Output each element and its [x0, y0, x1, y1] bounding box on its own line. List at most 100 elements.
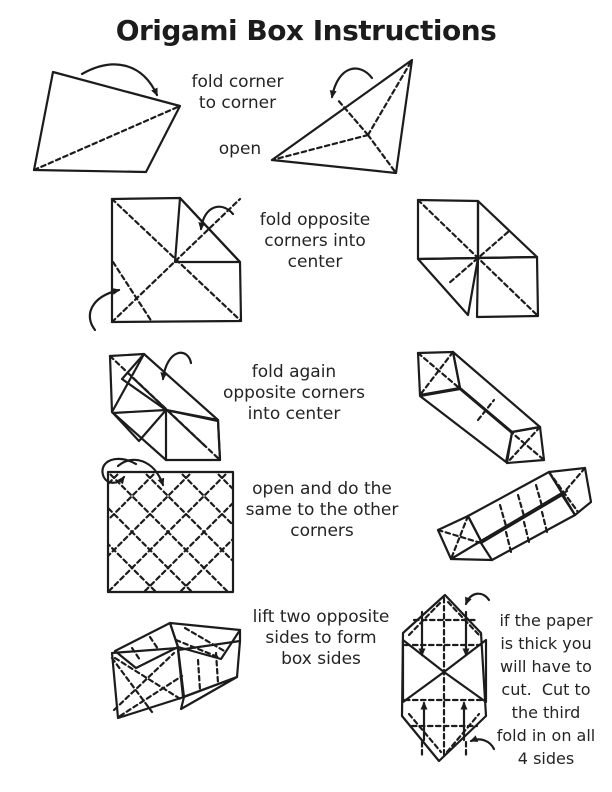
- note-line: fold in on all: [496, 726, 596, 745]
- crease-line: [270, 133, 370, 162]
- step3-caption: fold again opposite corners into center: [212, 362, 376, 425]
- crease-line: [32, 104, 182, 172]
- caption-line: into center: [247, 404, 341, 424]
- paper-edge: [110, 410, 168, 462]
- crease-line: [113, 656, 184, 702]
- step5-box-diagram: [110, 621, 242, 720]
- caption-line: corners into: [264, 231, 366, 251]
- page-title: Origami Box Instructions: [115, 14, 497, 47]
- fold-arrow-icon: [329, 67, 374, 99]
- pointer-arrow-icon: [464, 592, 491, 606]
- crease-line: [110, 197, 242, 324]
- crease-line: [118, 674, 184, 718]
- crease-line: [366, 58, 414, 137]
- caption-line: fold again: [251, 362, 337, 382]
- crease-tick: [540, 510, 549, 534]
- paper-flap: [179, 675, 239, 711]
- crease-line: [418, 350, 455, 397]
- step1-paper-diagram: [32, 63, 182, 174]
- pointer-arrow-icon: [469, 735, 496, 751]
- crease-tick: [130, 646, 142, 662]
- crease-grid: [108, 472, 233, 592]
- note-line: is thick you: [500, 634, 592, 653]
- crease-line: [366, 133, 398, 175]
- cut-guide-diagram: [400, 592, 496, 763]
- crease-tick: [534, 483, 544, 508]
- caption-line: center: [287, 252, 343, 272]
- paper-edge: [216, 418, 222, 462]
- caption-line: sides to form: [265, 628, 377, 648]
- note-line: the third: [511, 703, 581, 722]
- crease-line: [108, 354, 222, 462]
- paper-edge: [449, 557, 494, 562]
- fold-arrow-icon: [160, 351, 193, 381]
- crease-line: [474, 489, 569, 546]
- crease-tick: [504, 530, 513, 554]
- paper-face: [475, 255, 540, 319]
- paper-sheet: [32, 70, 182, 174]
- caption-line: fold corner: [191, 72, 284, 92]
- folded-corner: [401, 638, 446, 704]
- step2-caption: fold opposite corners into center: [248, 210, 382, 273]
- crease-line: [449, 514, 470, 561]
- crease-line: [505, 425, 542, 465]
- note-line: if the paper: [499, 611, 593, 630]
- fold-arrow-icon: [116, 458, 165, 487]
- caption-line: to corner: [198, 93, 277, 113]
- crease-line: [174, 638, 220, 659]
- crease-tick: [522, 520, 531, 544]
- folded-band: [418, 387, 514, 464]
- crease-tick: [516, 493, 526, 518]
- crease-tick: [196, 658, 202, 692]
- caption-line: open: [218, 139, 262, 159]
- crease-tick: [498, 503, 508, 528]
- step2-result-diagram: [416, 198, 540, 319]
- crease-line: [407, 600, 443, 637]
- folded-paper: [270, 58, 414, 175]
- folded-corner: [173, 196, 242, 264]
- crease-line: [558, 466, 587, 499]
- step1-open-label: open: [205, 139, 275, 160]
- cut-note: if the paper is thick you will have to c…: [484, 609, 608, 770]
- note-line: will have to: [500, 657, 592, 676]
- step1-caption: fold corner to corner: [180, 72, 295, 114]
- caption-line: opposite corners: [222, 383, 365, 403]
- step4-caption: open and do the same to the other corner…: [235, 479, 409, 542]
- crease-line: [446, 230, 510, 286]
- paper-face: [108, 352, 146, 414]
- folded-corner: [111, 408, 168, 443]
- caption-line: box sides: [281, 649, 361, 669]
- step4-paper-diagram: [106, 458, 235, 594]
- crease-line: [183, 626, 228, 654]
- note-line: 4 sides: [517, 749, 575, 768]
- step1-folded-diagram: [270, 58, 414, 175]
- step2-paper-diagram: [88, 196, 243, 332]
- crease-line: [335, 97, 370, 137]
- crease-line: [476, 398, 496, 422]
- fold-arrow-icon: [80, 63, 159, 97]
- caption-line: lift two opposite: [252, 607, 390, 627]
- step3-result-diagram: [416, 350, 546, 465]
- fold-arrow-icon: [88, 288, 121, 332]
- crease-line: [111, 260, 154, 324]
- paper-outline: [400, 593, 488, 763]
- caption-line: corners: [290, 521, 354, 541]
- step5-caption: lift two opposite sides to form box side…: [244, 607, 398, 670]
- step3-paper-diagram: [101, 351, 222, 485]
- crease-line: [436, 528, 483, 545]
- folded-corner: [416, 256, 480, 317]
- crease-line: [110, 656, 154, 714]
- folded-band: [479, 493, 577, 562]
- box-side-wall: [113, 621, 180, 670]
- caption-line: same to the other: [245, 500, 399, 520]
- note-line: cut. Cut to: [501, 680, 591, 699]
- caption-line: open and do the: [252, 479, 392, 499]
- step4-result-diagram: [436, 466, 593, 562]
- crease-line: [112, 651, 176, 712]
- caption-line: fold opposite: [259, 210, 371, 230]
- crease-tick: [148, 635, 160, 651]
- crease-line: [446, 600, 481, 637]
- paper-flap: [168, 621, 242, 661]
- paper-sheet: [110, 196, 243, 324]
